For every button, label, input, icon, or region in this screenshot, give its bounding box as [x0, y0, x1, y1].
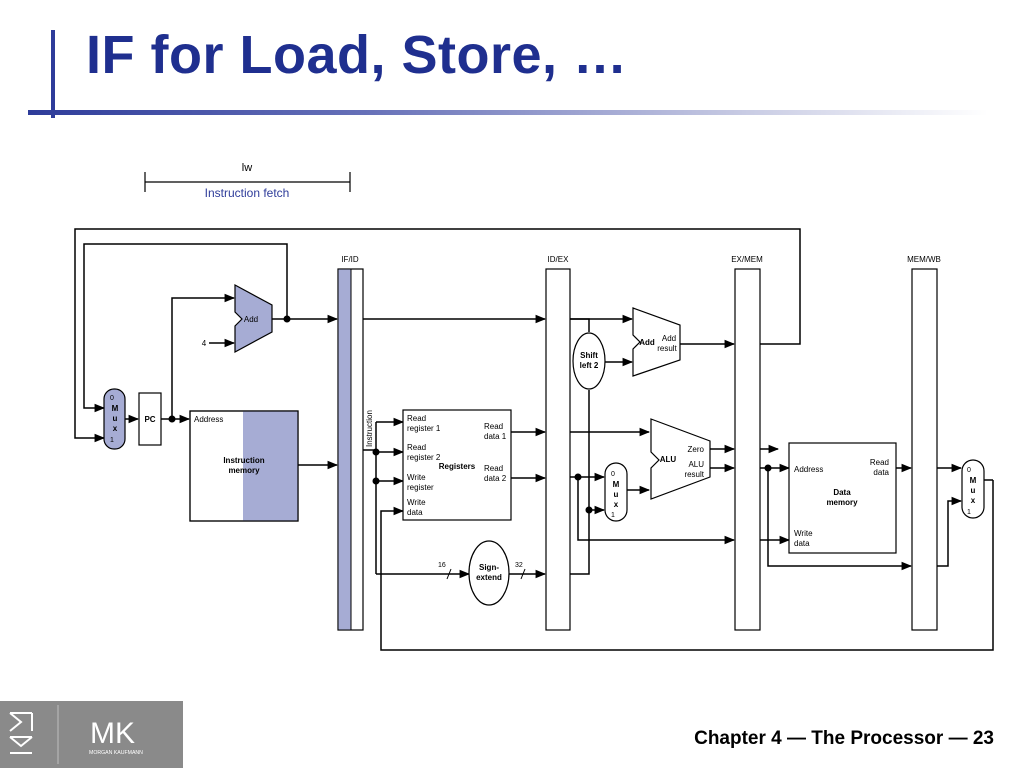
- pc-adder: Add 4: [202, 283, 273, 354]
- svg-text:result: result: [657, 344, 677, 353]
- svg-text:u: u: [113, 414, 118, 423]
- stage-name: Instruction fetch: [205, 186, 290, 200]
- svg-text:Sign-: Sign-: [479, 563, 499, 572]
- svg-text:EX/MEM: EX/MEM: [731, 255, 763, 264]
- svg-text:Write: Write: [407, 473, 426, 482]
- svg-text:1: 1: [110, 437, 114, 444]
- svg-text:4: 4: [202, 339, 207, 348]
- svg-text:left 2: left 2: [580, 361, 599, 370]
- svg-text:0: 0: [110, 395, 114, 402]
- slide-title: IF for Load, Store, …: [86, 25, 628, 85]
- svg-text:M: M: [613, 480, 620, 489]
- svg-text:data: data: [407, 508, 423, 517]
- slide-footer: Chapter 4 — The Processor — 23: [694, 728, 994, 749]
- logo-mark: MK: [90, 717, 135, 750]
- svg-text:Data: Data: [833, 488, 851, 497]
- svg-text:x: x: [971, 496, 976, 505]
- data-memory: Address Read data Write data Data memory: [788, 442, 897, 554]
- svg-text:data 2: data 2: [484, 474, 507, 483]
- svg-text:0: 0: [967, 467, 971, 474]
- logo-publisher: MORGAN KAUFMANN: [89, 750, 143, 756]
- svg-text:Instruction: Instruction: [223, 456, 264, 465]
- svg-text:Zero: Zero: [688, 445, 705, 454]
- pipeline-register-id-ex: ID/EX: [545, 255, 571, 631]
- svg-text:Read: Read: [870, 458, 889, 467]
- svg-text:ALU: ALU: [660, 455, 677, 464]
- writeback-mux: 0 M u x 1: [961, 459, 985, 519]
- svg-text:data 1: data 1: [484, 432, 507, 441]
- datapath-diagram: lw Instruction fetch: [74, 162, 994, 651]
- svg-text:register 1: register 1: [407, 424, 441, 433]
- svg-text:0: 0: [611, 471, 615, 478]
- pipeline-register-ex-mem: EX/MEM: [731, 255, 763, 631]
- publisher-logo: MK MORGAN KAUFMANN: [0, 701, 183, 768]
- svg-text:MEM/WB: MEM/WB: [907, 255, 941, 264]
- svg-text:Address: Address: [794, 465, 823, 474]
- svg-text:1: 1: [611, 512, 615, 519]
- svg-text:Read: Read: [407, 414, 426, 423]
- svg-text:memory: memory: [228, 466, 260, 475]
- svg-text:data: data: [873, 468, 889, 477]
- shift-left-unit: Shift left 2: [572, 332, 606, 390]
- svg-text:Write: Write: [794, 529, 813, 538]
- pc-mux: 0 M u x 1: [103, 388, 126, 450]
- mk-side-icon: MK MORGAN KAUFMANN: [9, 705, 143, 764]
- svg-text:Registers: Registers: [439, 462, 476, 471]
- svg-text:result: result: [684, 470, 704, 479]
- svg-text:Address: Address: [194, 415, 223, 424]
- sign-extend-unit: Sign- extend 16 32: [438, 540, 526, 606]
- svg-text:Read: Read: [484, 422, 503, 431]
- svg-text:PC: PC: [144, 415, 155, 424]
- svg-text:x: x: [113, 424, 118, 433]
- svg-text:1: 1: [967, 509, 971, 516]
- svg-text:IF/ID: IF/ID: [341, 255, 359, 264]
- title-accent-bar: [51, 30, 55, 118]
- svg-text:16: 16: [438, 562, 446, 569]
- svg-text:Add: Add: [244, 315, 258, 324]
- svg-text:u: u: [614, 490, 619, 499]
- svg-text:Read: Read: [484, 464, 503, 473]
- svg-text:x: x: [614, 500, 619, 509]
- svg-text:ID/EX: ID/EX: [548, 255, 570, 264]
- svg-text:ALU: ALU: [688, 460, 704, 469]
- svg-text:register 2: register 2: [407, 453, 441, 462]
- svg-text:register: register: [407, 483, 434, 492]
- instruction-name: lw: [242, 162, 252, 174]
- program-counter: PC: [138, 392, 162, 446]
- svg-text:extend: extend: [476, 573, 502, 582]
- svg-text:Read: Read: [407, 443, 426, 452]
- svg-text:Write: Write: [407, 498, 426, 507]
- register-file: Read register 1 Read register 2 Write re…: [402, 409, 512, 521]
- pipeline-register-if-id: IF/ID Instruction: [337, 255, 374, 631]
- wire-junctions: [168, 315, 772, 514]
- svg-text:M: M: [970, 476, 977, 485]
- svg-text:Shift: Shift: [580, 351, 598, 360]
- pipeline-register-mem-wb: MEM/WB: [907, 255, 941, 631]
- svg-text:32: 32: [515, 562, 523, 569]
- alu-src-mux: 0 M u x 1: [604, 462, 628, 522]
- svg-text:Add: Add: [639, 338, 655, 347]
- instruction-memory: Address Instruction memory: [189, 410, 299, 522]
- svg-text:memory: memory: [826, 498, 858, 507]
- branch-adder: Add Add result: [632, 307, 681, 377]
- alu: ALU Zero ALU result: [650, 418, 711, 500]
- svg-text:M: M: [112, 404, 119, 413]
- stage-bracket: lw Instruction fetch: [144, 162, 351, 200]
- instruction-label: Instruction: [365, 410, 374, 447]
- svg-text:Add: Add: [662, 334, 676, 343]
- svg-text:data: data: [794, 539, 810, 548]
- svg-text:u: u: [971, 486, 976, 495]
- title-underline: [28, 110, 988, 115]
